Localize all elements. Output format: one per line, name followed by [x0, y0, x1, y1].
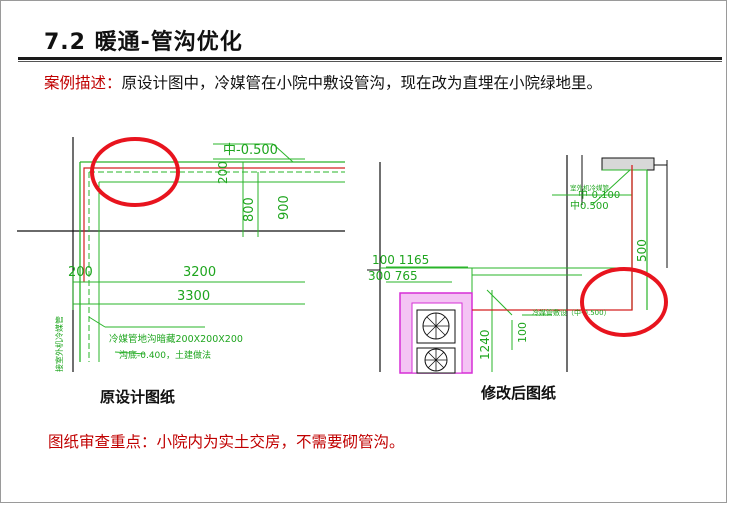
- dim-100-right: 100: [516, 322, 529, 343]
- dim-300-765: 300 765: [368, 269, 418, 283]
- dim-200: 200: [68, 265, 93, 280]
- fan-unit-2: [416, 347, 456, 374]
- side-note: 接室外机冷媒管: [54, 316, 64, 372]
- dim-3200: 3200: [183, 265, 216, 280]
- fan-unit-1: [416, 309, 456, 344]
- original-drawing: 中-0.500 200 800 900 200 3200 3300 冷媒管地沟暗…: [17, 137, 345, 372]
- top-level-1: 中-0.100: [578, 188, 620, 201]
- dim-800: 800: [242, 197, 257, 222]
- top-note: 室外机冷媒管: [570, 183, 610, 192]
- original-drawing-caption: 原设计图纸: [100, 388, 176, 406]
- title-divider-thin: [18, 61, 722, 62]
- dim-100-1165: 100 1165: [372, 253, 429, 267]
- review-note: 图纸审查重点：小院内为实土交房，不需要砌管沟。: [48, 433, 405, 451]
- highlight-circle-modified: [580, 267, 668, 337]
- dim-900: 900: [277, 195, 292, 220]
- trench-level-note: 沟底-0.400，土建做法: [119, 349, 211, 361]
- dim-500: 500: [635, 239, 649, 262]
- case-description: 案例描述：原设计图中，冷媒管在小院中敷设管沟，现在改为直埋在小院绿地里。: [44, 71, 602, 93]
- dim-200-top: 200: [216, 161, 230, 184]
- case-description-text: 原设计图中，冷媒管在小院中敷设管沟，现在改为直埋在小院绿地里。: [121, 74, 603, 92]
- modified-drawing-caption: 修改后图纸: [481, 384, 557, 402]
- refrigerant-pipe-direct: [472, 165, 633, 311]
- dim-3300: 3300: [177, 289, 210, 304]
- level-mark: 中-0.500: [223, 143, 278, 158]
- modified-drawing: 100 1165 300 765 500 1240 100 冷媒管敷设（中-0.…: [367, 155, 668, 374]
- pipe-level-note: 冷媒管敷设（中-0.500）: [532, 308, 611, 317]
- top-level-2: 中0.500: [570, 199, 609, 212]
- refrigerant-pipe: [83, 167, 345, 282]
- title-divider: [18, 57, 722, 60]
- trench-note: 冷媒管地沟暗藏200X200X200: [109, 333, 243, 345]
- case-description-label: 案例描述：: [44, 74, 122, 92]
- dim-1240: 1240: [478, 329, 492, 360]
- highlight-circle-original: [90, 137, 180, 207]
- page-title: 7.2 暖通-管沟优化: [44, 30, 243, 55]
